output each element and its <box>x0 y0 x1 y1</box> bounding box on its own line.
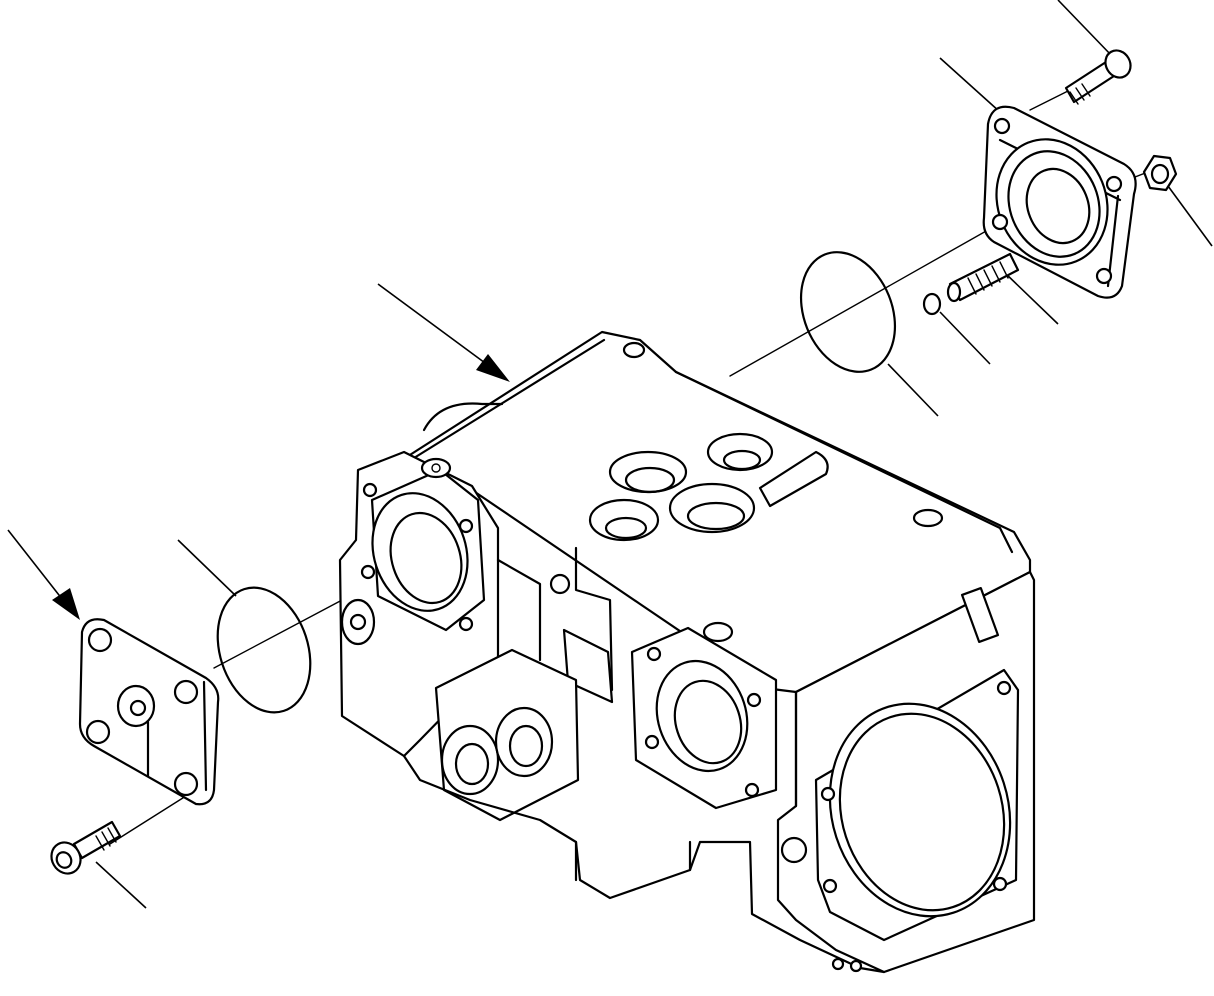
left-screw-threads <box>95 827 117 851</box>
top-port-4-inner <box>686 501 746 531</box>
leader-right-oring <box>887 363 939 417</box>
top-right-hole <box>912 508 944 528</box>
top-port-1 <box>608 450 688 494</box>
top-left-hole-inner <box>431 463 441 473</box>
right-end-bolt-3 <box>822 878 838 894</box>
left-cap-screw <box>50 820 122 875</box>
right-mid-bore-inner <box>673 679 743 765</box>
left-o-ring <box>216 586 312 714</box>
left-port-inner <box>389 511 463 605</box>
adjusting-stud <box>946 252 1020 303</box>
leader-left-cover <box>7 529 67 605</box>
right-end-small-hole-1 <box>831 957 845 971</box>
left-lower-boss <box>340 598 376 646</box>
left-cover-center-hole <box>129 699 147 717</box>
middle-hole <box>549 573 571 595</box>
right-end-bolt-1 <box>996 680 1012 696</box>
left-cover-center-boss <box>116 684 156 728</box>
left-cover-hole-3 <box>85 719 111 745</box>
left-lower-boss-hole <box>349 613 367 631</box>
leader-stud <box>1003 271 1059 325</box>
top-cap-screw <box>1064 49 1132 105</box>
top-left-hole <box>420 457 452 479</box>
left-port-bolt-hole-2 <box>458 518 474 534</box>
lower-port-1-inner <box>454 742 490 786</box>
right-main-bore-inner <box>838 712 1006 912</box>
top-port-3 <box>588 498 660 542</box>
left-cover-hole-2 <box>173 679 199 705</box>
right-end-tab <box>960 586 1000 644</box>
lower-port-2-inner <box>508 724 544 768</box>
flange-hole-1 <box>993 117 1011 135</box>
left-port-bolt-hole-1 <box>362 482 378 498</box>
leader-flange <box>939 57 1001 113</box>
arrow-main-body <box>476 354 510 382</box>
right-mid-bolt-3 <box>644 734 660 750</box>
left-screw-shank <box>72 820 122 860</box>
right-end-bolt-4 <box>992 876 1008 892</box>
right-flange-cover <box>982 105 1137 299</box>
left-cover-hole-4 <box>173 771 199 797</box>
leader-lines <box>7 0 1213 909</box>
top-rim <box>412 338 1014 554</box>
top-port-1-inner <box>624 466 676 494</box>
hex-nut <box>1142 154 1178 192</box>
right-end-boss-hole <box>780 836 808 864</box>
middle-rib <box>496 546 614 692</box>
pump-case-body <box>338 330 1036 974</box>
axis-left-screw <box>109 795 187 845</box>
left-screw-socket <box>55 851 73 869</box>
top-front-hole <box>702 621 734 643</box>
leader-left-oring <box>177 539 237 597</box>
left-cover-hole-1 <box>87 627 113 653</box>
flange-bore <box>1025 167 1091 245</box>
bottom-legs <box>574 840 692 882</box>
leader-nut <box>1167 185 1213 247</box>
right-o-ring <box>799 251 897 373</box>
top-port-3-inner <box>604 516 648 540</box>
rear-boss <box>422 402 504 432</box>
flange-hole-2 <box>1105 175 1123 193</box>
left-cover-plate <box>78 618 220 806</box>
top-screw-threads <box>1069 83 1091 105</box>
nut-hex <box>1142 154 1178 192</box>
leader-small-oring <box>939 311 991 365</box>
nut-bore <box>1150 163 1170 185</box>
arrow-left-cover <box>52 588 80 620</box>
axis-top-screw <box>1029 87 1075 111</box>
small-o-ring <box>922 292 942 316</box>
right-mid-bore <box>655 659 749 773</box>
left-port-bolt-hole-3 <box>360 564 376 580</box>
leader-top-screw <box>1057 0 1113 57</box>
top-port-2-inner <box>722 449 762 471</box>
right-end-small-hole-2 <box>849 959 863 973</box>
top-rear-hole <box>622 341 646 359</box>
top-port-4 <box>668 482 756 534</box>
bottom-contour <box>402 754 886 974</box>
flange-hole-4 <box>1095 267 1113 285</box>
leader-left-screw <box>95 861 147 909</box>
left-port-bolt-hole-4 <box>458 616 474 632</box>
stud-tip <box>946 281 962 303</box>
leader-main-body <box>377 283 501 375</box>
left-cover-edge <box>202 680 208 792</box>
right-end-bolt-2 <box>820 786 836 802</box>
top-screw-head <box>1104 49 1132 79</box>
right-mid-bolt-2 <box>746 692 762 708</box>
top-slot <box>758 450 829 508</box>
right-mid-bolt-1 <box>646 646 662 662</box>
right-mid-bolt-4 <box>744 782 760 798</box>
right-main-bore <box>828 702 1012 918</box>
flange-seal-ring <box>1007 150 1101 258</box>
stud-threads <box>967 261 1009 295</box>
flange-hole-3 <box>991 213 1009 231</box>
